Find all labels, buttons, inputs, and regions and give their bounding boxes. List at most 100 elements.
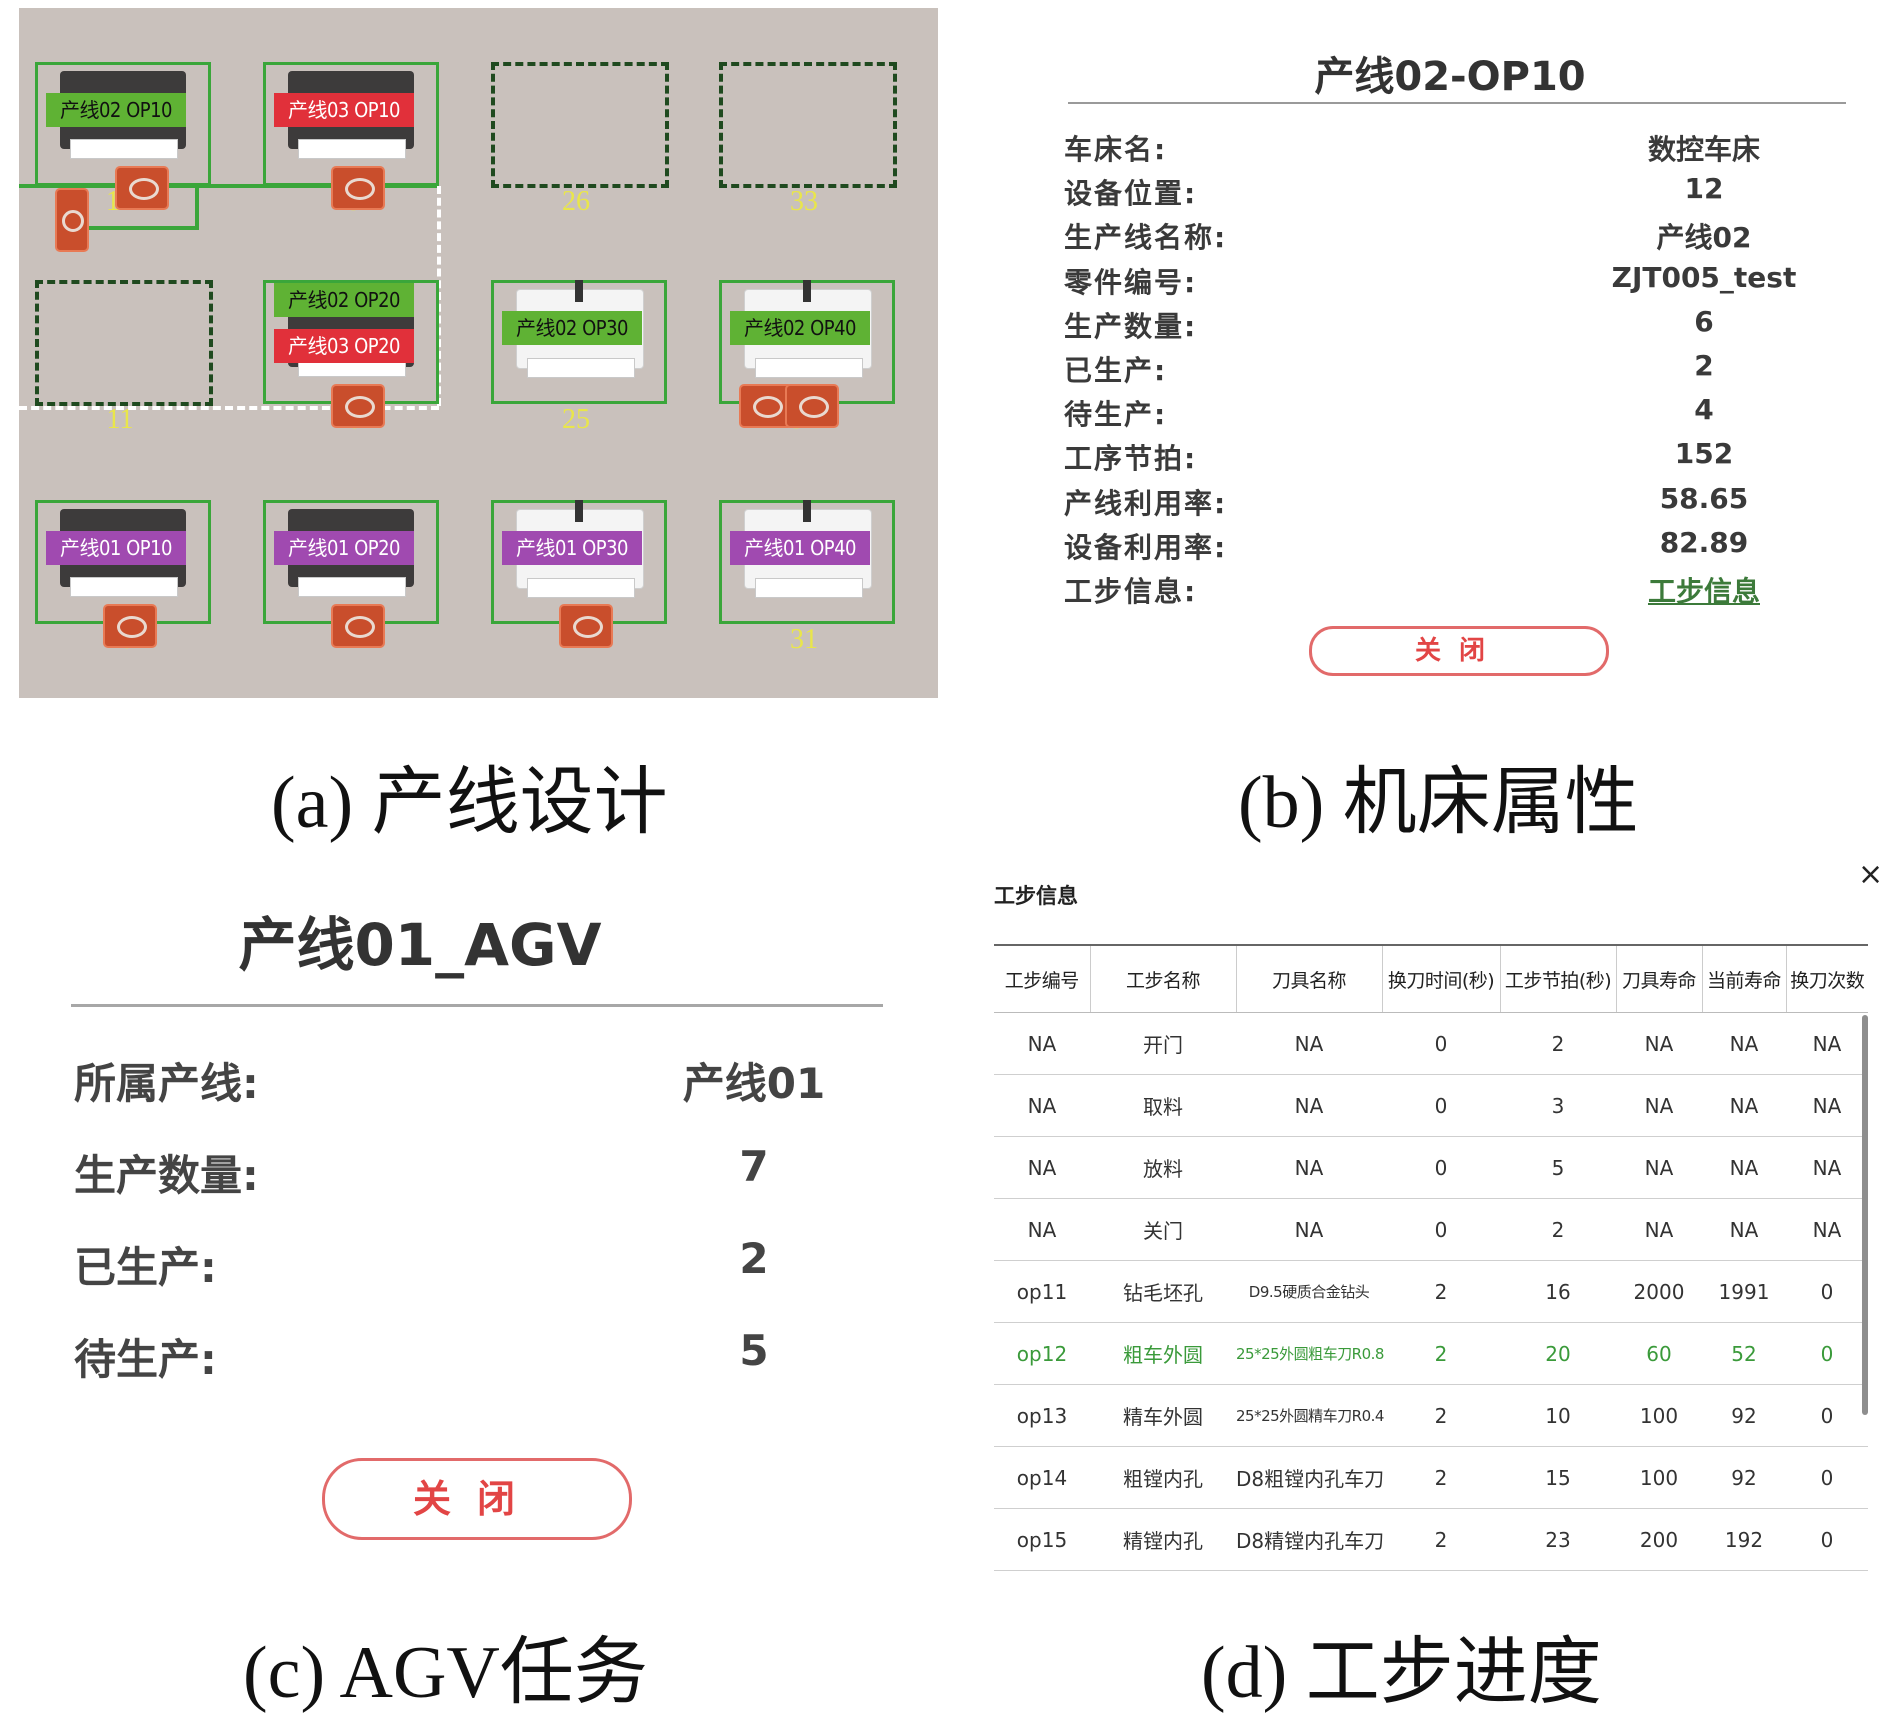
robot-arm-icon[interactable] — [331, 604, 385, 648]
agv-track-dashed — [437, 186, 441, 406]
machine-label[interactable]: 产线01 OP30 — [502, 531, 642, 565]
machine-label[interactable]: 产线03 OP10 — [274, 93, 414, 127]
robot-arm-icon[interactable] — [115, 166, 169, 210]
table-cell: 0 — [1382, 1198, 1500, 1261]
table-cell: NA — [1236, 1198, 1382, 1261]
table-cell: 5 — [1500, 1136, 1616, 1199]
column-header[interactable]: 刀具寿命 — [1615, 944, 1702, 1013]
scrollbar[interactable] — [1862, 1015, 1868, 1415]
property-label: 所属产线: — [74, 1059, 259, 1108]
property-value: 6 — [1694, 304, 1714, 338]
column-header[interactable]: 刀具名称 — [1235, 944, 1382, 1013]
property-row: 已生产:2 — [74, 1234, 834, 1294]
table-cell: NA — [1786, 1198, 1868, 1261]
table-cell: 2 — [1382, 1384, 1500, 1447]
slot-number: 31 — [790, 624, 818, 655]
table-cell: 钻毛坯孔 — [1090, 1260, 1236, 1323]
table-cell: 2 — [1500, 1012, 1616, 1075]
property-row: 生产线名称:产线02 — [1064, 216, 1764, 256]
column-header[interactable]: 工步名称 — [1089, 944, 1236, 1013]
dialog-title: 工步信息 — [994, 884, 1078, 908]
robot-arm-icon[interactable] — [559, 604, 613, 648]
machine-label[interactable]: 产线02 OP20 — [274, 283, 414, 317]
property-row: 设备利用率:82.89 — [1064, 526, 1764, 566]
table-cell: NA — [1786, 1074, 1868, 1137]
agv-vehicle-icon[interactable] — [55, 188, 89, 252]
table-cell: D8粗镗内孔车刀 — [1236, 1446, 1384, 1509]
table-cell: NA — [1236, 1074, 1382, 1137]
machine-spindle — [803, 280, 811, 302]
column-header[interactable]: 换刀时间(秒) — [1381, 944, 1500, 1013]
column-header[interactable]: 当前寿命 — [1701, 944, 1786, 1013]
dialog-title: 产线02-OP10 — [1314, 54, 1586, 100]
robot-arm-icon[interactable] — [331, 166, 385, 210]
machine-slot[interactable]: 产线02 OP40 — [719, 280, 895, 404]
caption-b: (b) 机床属性 — [1238, 762, 1639, 844]
property-row: 车床名:数控车床 — [1064, 128, 1764, 168]
table-cell: op13 — [994, 1384, 1090, 1447]
table-cell: NA — [1786, 1012, 1868, 1075]
machine-label[interactable]: 产线01 OP40 — [730, 531, 870, 565]
agv-path-line — [19, 184, 439, 188]
robot-arm-icon[interactable] — [331, 384, 385, 428]
machine-label[interactable]: 产线02 OP30 — [502, 311, 642, 345]
property-value: 152 — [1674, 437, 1734, 471]
machine-slot[interactable]: 产线01 OP10 — [35, 500, 211, 624]
close-button[interactable]: 关闭 — [322, 1458, 632, 1540]
table-cell: 100 — [1616, 1384, 1702, 1447]
machine-slot[interactable]: 产线01 OP40 — [719, 500, 895, 624]
table-cell: op15 — [994, 1508, 1090, 1571]
close-icon[interactable]: × — [1858, 857, 1884, 892]
process-step-dialog: 工步信息 × 工步编号工步名称刀具名称换刀时间(秒)工步节拍(秒)刀具寿命当前寿… — [990, 860, 1890, 1580]
machine-slot[interactable] — [491, 62, 669, 188]
machine-spindle — [803, 500, 811, 522]
machine-slot[interactable] — [719, 62, 897, 188]
machine-label[interactable]: 产线03 OP20 — [274, 329, 414, 363]
agv-track-dashed — [19, 406, 439, 410]
machine-slot[interactable]: 产线03 OP10 — [263, 62, 439, 186]
property-row: 工序节拍:152 — [1064, 437, 1764, 477]
table-cell: D8精镗内孔车刀 — [1236, 1508, 1384, 1571]
table-cell: 16 — [1500, 1260, 1616, 1323]
property-row: 生产数量: 6 — [1064, 305, 1764, 345]
column-header[interactable]: 工步编号 — [994, 944, 1090, 1013]
table-cell: 0 — [1382, 1136, 1500, 1199]
agv-path-line — [195, 184, 199, 228]
machine-label[interactable]: 产线02 OP40 — [730, 311, 870, 345]
property-label: 设备位置: — [1064, 177, 1198, 211]
machine-slot[interactable]: 产线02 OP30 — [491, 280, 667, 404]
robot-arm-icon[interactable] — [103, 604, 157, 648]
property-label: 生产数量: — [74, 1151, 259, 1200]
machine-label[interactable]: 产线02 OP10 — [46, 93, 186, 127]
robot-arm-icon[interactable] — [785, 384, 839, 428]
property-label: 生产数量: — [1064, 309, 1198, 343]
robot-arm-icon[interactable] — [739, 384, 793, 428]
column-header[interactable]: 工步节拍(秒) — [1499, 944, 1616, 1013]
property-row: 产线利用率:58.65 — [1064, 482, 1764, 522]
close-button[interactable]: 关闭 — [1309, 626, 1609, 676]
process-step-link[interactable]: 工步信息 — [1647, 575, 1760, 608]
table-cell: 开门 — [1090, 1012, 1236, 1075]
property-row: 已生产:2 — [1064, 349, 1764, 389]
table-cell: 20 — [1500, 1322, 1616, 1385]
machine-slot[interactable]: 产线02 OP10 — [35, 62, 211, 186]
table-cell: 2 — [1382, 1508, 1500, 1571]
property-label: 设备利用率: — [1064, 530, 1228, 564]
machine-label[interactable]: 产线01 OP20 — [274, 531, 414, 565]
property-value: ZJT005_test — [1611, 260, 1797, 294]
machine-slot[interactable]: 产线01 OP30 — [491, 500, 667, 624]
machine-label[interactable]: 产线01 OP10 — [46, 531, 186, 565]
dialog-title: 产线01_AGV — [238, 911, 602, 979]
machine-slot[interactable]: 产线02 OP20 产线03 OP20 — [263, 280, 439, 404]
column-header[interactable]: 换刀次数 — [1785, 944, 1868, 1013]
machine-slot[interactable] — [35, 280, 213, 406]
